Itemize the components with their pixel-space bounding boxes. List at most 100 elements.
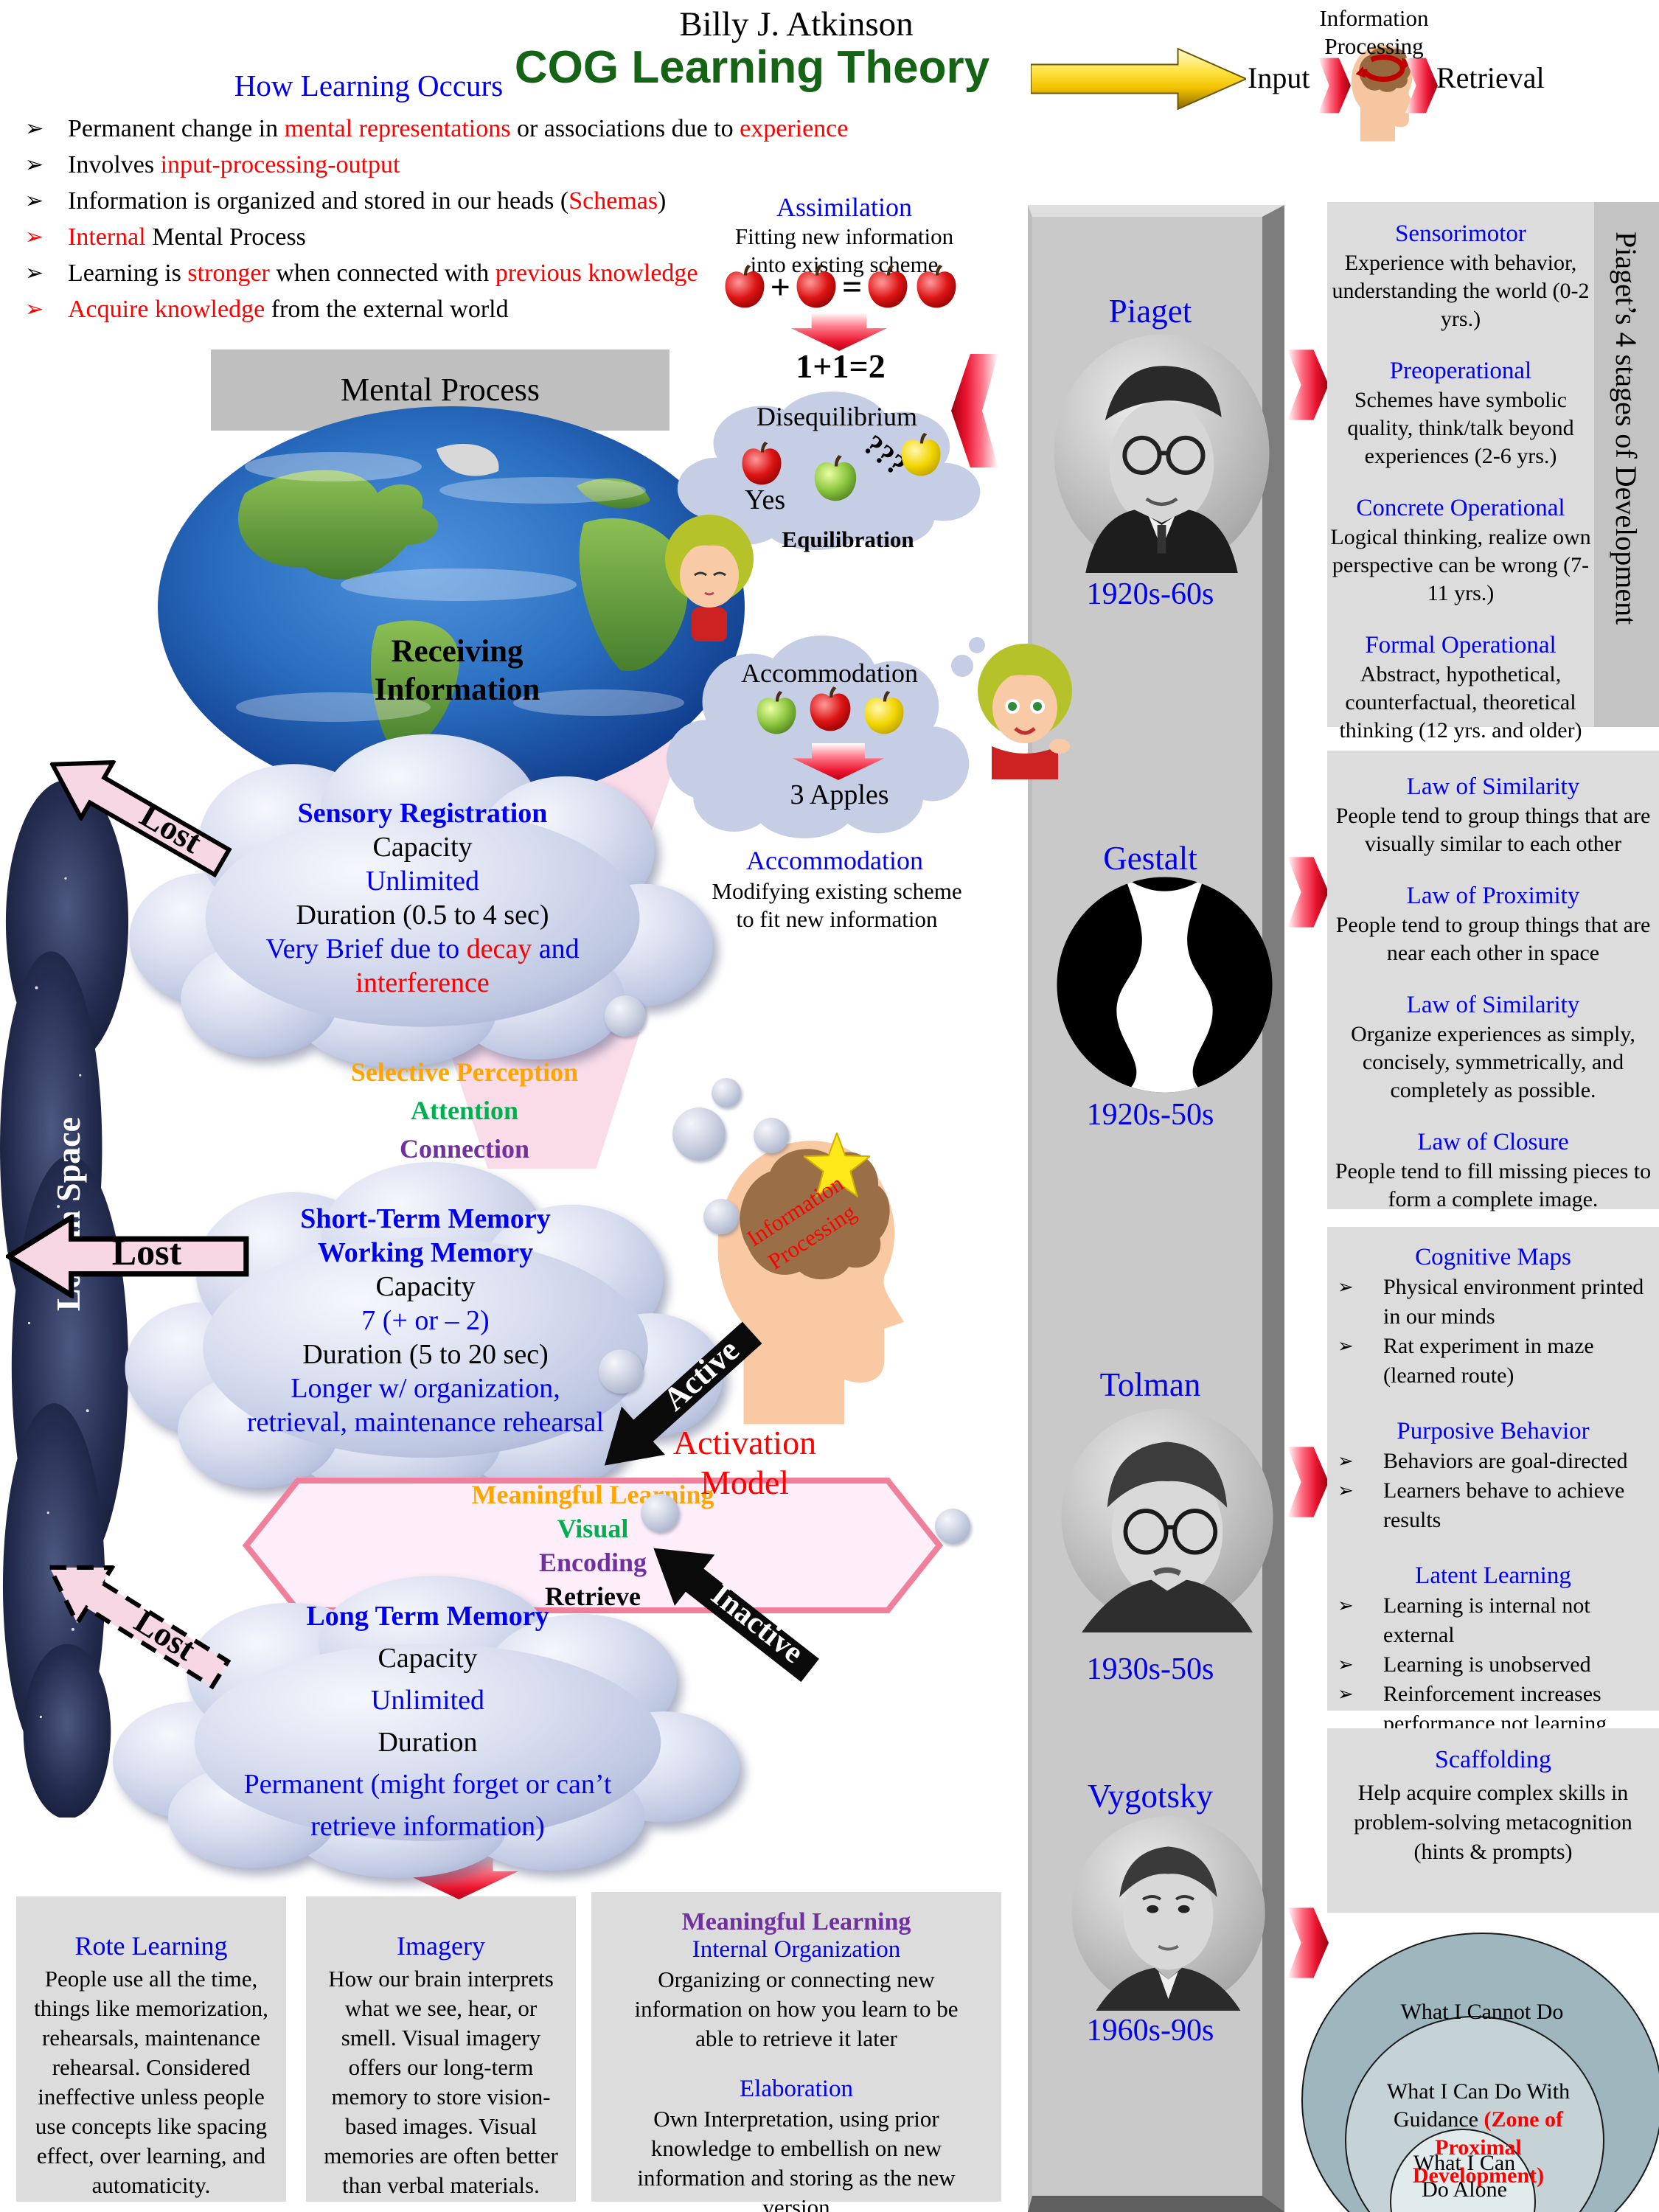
- vygotsky-portrait: [1071, 1815, 1266, 2011]
- list-item: ➢ Permanent change in mental representat…: [18, 111, 998, 147]
- yellow-arrow-icon: [1030, 47, 1248, 111]
- timeline-name: Tolman: [1099, 1366, 1201, 1403]
- list-item: ➢ Internal Mental Process: [18, 219, 998, 255]
- piaget-stages-panel: Sensorimotor Experience with behavior, u…: [1327, 202, 1659, 742]
- red-apple-icon: [865, 264, 911, 310]
- earth-image: [156, 404, 746, 811]
- red-right-chevron-icon: [1287, 335, 1329, 434]
- happy-girl-image: [962, 636, 1080, 779]
- sensory-title: Sensory Registration: [297, 798, 548, 829]
- green-apple-icon: [811, 454, 860, 503]
- activation-model-label: Activation Model: [672, 1424, 817, 1501]
- long-term-memory-cloud: Long Term Memory Capacity Unlimited Dura…: [107, 1557, 748, 1878]
- page-title: COG Learning Theory: [514, 42, 990, 93]
- list-item: ➢ Information is organized and stored in…: [18, 183, 998, 219]
- lost-label: Lost: [111, 1231, 182, 1273]
- yellow-apple-icon: [898, 432, 944, 478]
- apple-equation: + =: [700, 260, 981, 314]
- equilibration-label: Equilibration: [782, 526, 914, 552]
- stage-block: Sensorimotor Experience with behavior, u…: [1332, 220, 1590, 331]
- stm-title: Short-Term Memory: [300, 1203, 551, 1234]
- gestalt-laws-panel: Law of Similarity People tend to group t…: [1327, 751, 1659, 1211]
- zpd-inner-label: What I Can Do Alone: [1413, 2151, 1516, 2202]
- red-down-arrow-icon: [783, 743, 894, 780]
- lost-arrow: Lost: [6, 1213, 249, 1300]
- zpd-outer-label: What I Cannot Do: [1400, 2000, 1564, 2024]
- bullet-icon: ➢: [25, 116, 44, 141]
- yellow-apple-icon: [861, 690, 907, 736]
- timeline-name: Piaget: [1108, 293, 1192, 330]
- equation-label: 1+1=2: [796, 347, 886, 385]
- red-left-chevron-icon: [951, 345, 998, 476]
- thought-bubble-icon: [754, 1118, 789, 1153]
- bullet-icon: ➢: [25, 297, 44, 321]
- thinking-girl-image: [662, 507, 757, 641]
- retrieval-label: Retrieval: [1436, 61, 1545, 94]
- meaningful-learning-box: Meaningful Learning Internal Organizatio…: [591, 1892, 1001, 2212]
- scaffolding-panel: Scaffolding Help acquire complex skills …: [1327, 1728, 1659, 1913]
- accommodation-caption-desc: Modifying existing scheme to fit new inf…: [712, 878, 962, 932]
- red-apple-icon: [793, 264, 839, 310]
- piaget-stages-strip: Piaget’s 4 stages of Development: [1594, 202, 1659, 727]
- thought-bubble-icon: [599, 1349, 643, 1394]
- selective-perception-labels: Selective Perception Attention Connectio…: [350, 1057, 579, 1164]
- zpd-middle-label: What I Can Do With Guidance (Zone of Pro…: [1386, 2079, 1571, 2188]
- thought-bubble-icon: [672, 1107, 726, 1161]
- star-icon: [801, 1130, 872, 1198]
- gestalt-illusion-image: [1056, 876, 1273, 1093]
- list-item: ➢ Learning is stronger when connected wi…: [18, 255, 998, 291]
- imagery-box: Imagery How our brain interprets what we…: [306, 1896, 576, 2202]
- how-learning-title: How Learning Occurs: [234, 69, 504, 102]
- piaget-portrait: [1053, 333, 1270, 573]
- three-apples-label: 3 Apples: [790, 779, 889, 810]
- thought-bubble-icon: [951, 655, 973, 677]
- assimilation-title: Assimilation: [776, 192, 912, 222]
- timeline-years: 1960s-90s: [1086, 2014, 1214, 2048]
- short-term-memory-cloud: Short-Term Memory Working Memory Capacit…: [119, 1141, 731, 1499]
- red-right-chevron-icon: [1287, 1433, 1329, 1531]
- info-processing-label: Information Processing: [1319, 5, 1429, 59]
- bullet-icon: ➢: [25, 261, 44, 285]
- thought-bubble-icon: [605, 995, 646, 1037]
- sensory-cloud: Sensory Registration Capacity Unlimited …: [124, 714, 721, 1068]
- red-apple-icon: [722, 264, 768, 310]
- thought-bubble-icon: [703, 1199, 739, 1234]
- green-apple-icon: [754, 690, 799, 736]
- red-apple-icon: [807, 686, 854, 733]
- stage-block: Preoperational Schemes have symbolic qua…: [1347, 358, 1574, 468]
- red-right-chevron-icon: [1287, 1893, 1329, 1992]
- bullet-icon: ➢: [25, 153, 44, 177]
- ltm-title: Long Term Memory: [306, 1601, 549, 1632]
- list-item: ➢ Acquire knowledge from the external wo…: [18, 291, 998, 327]
- information-processing-head: Information Processing: [695, 1105, 908, 1429]
- stage-block: Formal Operational Abstract, hypothetica…: [1339, 632, 1582, 742]
- input-label: Input: [1248, 61, 1310, 94]
- thought-bubble-icon: [641, 1494, 679, 1532]
- author-title: Billy J. Atkinson: [679, 5, 914, 44]
- zpd-diagram: [1299, 1930, 1659, 2212]
- timeline-years: 1920s-60s: [1086, 577, 1214, 611]
- disequilibrium-title: Disequilibrium: [757, 402, 917, 431]
- yes-label: Yes: [744, 484, 786, 515]
- timeline-name: Gestalt: [1103, 840, 1197, 877]
- accommodation-cloud-title: Accommodation: [741, 658, 918, 688]
- timeline-name: Vygotsky: [1087, 1778, 1214, 1815]
- receiving-information-label: Receiving Information: [374, 634, 540, 707]
- timeline-years: 1930s-50s: [1086, 1652, 1214, 1686]
- thought-bubble-icon: [969, 637, 985, 653]
- red-apple-icon: [914, 264, 959, 310]
- stage-block: Concrete Operational Logical thinking, r…: [1330, 495, 1591, 605]
- bullet-icon: ➢: [25, 225, 44, 249]
- assimilation-desc: Fitting new information into existing sc…: [734, 223, 954, 277]
- list-item: ➢ Involves input-processing-output: [18, 147, 998, 183]
- red-down-arrow-icon: [780, 313, 898, 351]
- red-right-chevron-icon: [1287, 843, 1329, 942]
- thought-bubble-icon: [935, 1509, 970, 1544]
- brain-head-icon: [1343, 32, 1417, 143]
- red-apple-icon: [739, 441, 785, 487]
- accommodation-caption-title: Accommodation: [746, 846, 923, 875]
- tolman-panel: Cognitive Maps ➢Physical environment pri…: [1327, 1227, 1659, 1736]
- timeline-years: 1920s-50s: [1086, 1098, 1214, 1132]
- bullet-icon: ➢: [25, 189, 44, 213]
